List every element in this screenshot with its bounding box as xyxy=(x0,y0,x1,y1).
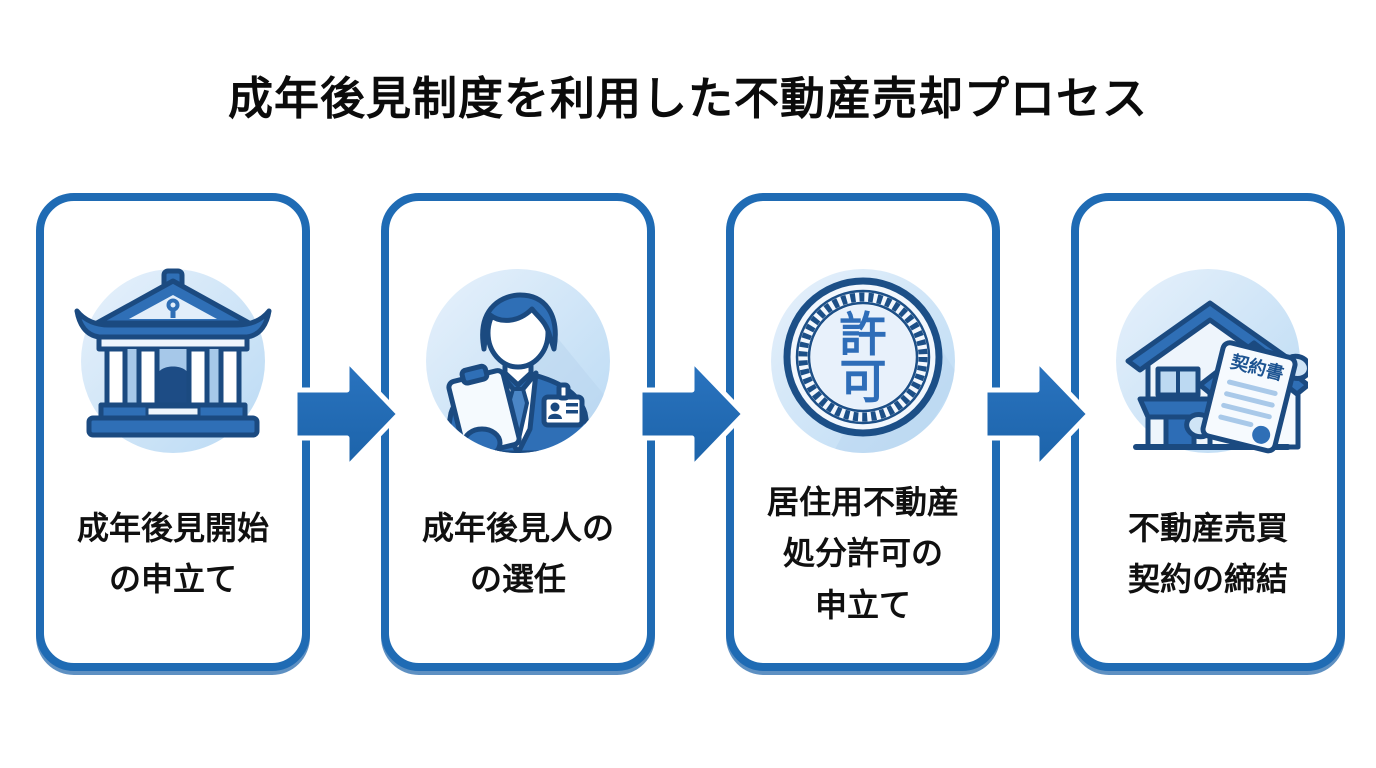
caption-line: 不動産売買 xyxy=(1127,509,1288,546)
caption-line: の申立て xyxy=(108,561,237,597)
step-caption: 居住用不動産 処分許可の 申立て xyxy=(734,457,992,663)
permission-seal-icon: 許 可 xyxy=(763,257,963,457)
caption-line: 成年後見開始 xyxy=(76,509,269,546)
step-card-guardian-appointment: 成年後見人の の選任 xyxy=(381,193,655,671)
guardian-person-icon xyxy=(418,257,618,457)
caption-line: の選任 xyxy=(469,561,566,597)
arrow-right-icon xyxy=(295,350,399,478)
caption-line: 処分許可の xyxy=(782,535,943,572)
arrow-right-icon xyxy=(640,350,744,478)
step-card-disposal-permission-application: 許 可 居住用不動産 処分許可の 申立て xyxy=(726,193,1000,671)
page-title: 成年後見制度を利用した不動産売却プロセス xyxy=(227,73,1148,124)
step-caption: 成年後見開始 の申立て xyxy=(44,457,302,663)
caption-line: 成年後見人の xyxy=(421,509,614,546)
caption-line: 契約の締結 xyxy=(1127,561,1288,597)
step-caption: 成年後見人の の選任 xyxy=(389,457,647,663)
step-card-sales-contract-conclusion: 契約書 不動産売買 契約の締結 xyxy=(1071,193,1345,671)
step-card-guardianship-start-application: 成年後見開始 の申立て xyxy=(36,193,310,671)
caption-line: 申立て xyxy=(814,586,911,623)
house-contract-icon: 契約書 xyxy=(1108,257,1308,457)
permission-seal-text: 可 xyxy=(840,355,887,408)
step-caption: 不動産売買 契約の締結 xyxy=(1079,457,1337,663)
arrow-right-icon xyxy=(985,350,1089,478)
courthouse-icon xyxy=(73,257,273,457)
permission-seal-text: 許 xyxy=(840,308,887,361)
caption-line: 居住用不動産 xyxy=(766,484,959,521)
